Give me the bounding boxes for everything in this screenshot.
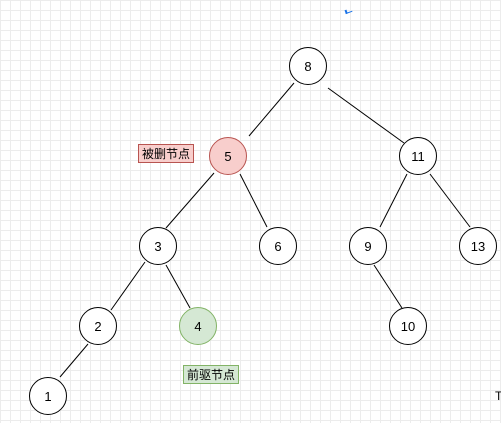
tree-node-3[interactable]: 3 (139, 227, 177, 265)
tree-node-9[interactable]: 9 (349, 227, 387, 265)
tree-node-1[interactable]: 1 (29, 377, 67, 415)
edge-3-2 (110, 261, 146, 311)
edge-11-9 (379, 173, 408, 228)
edge-8-11 (327, 87, 405, 144)
edge-2-1 (59, 343, 89, 378)
tree-node-11[interactable]: 11 (399, 137, 437, 175)
edge-9-10 (373, 264, 403, 309)
edge-text: T (495, 389, 501, 403)
tree-node-10[interactable]: 10 (389, 307, 427, 345)
tree-node-6[interactable]: 6 (259, 227, 297, 265)
tree-node-5-deleted[interactable]: 5 (209, 137, 247, 175)
edge-5-6 (239, 173, 268, 228)
tree-node-2[interactable]: 2 (79, 307, 117, 345)
deleted-node-label: 被删节点 (138, 144, 195, 163)
tree-node-8[interactable]: 8 (289, 47, 327, 85)
edge-11-13 (429, 173, 471, 228)
predecessor-node-label: 前驱节点 (183, 365, 240, 384)
edge-8-5 (248, 82, 295, 137)
edge-3-4 (165, 264, 191, 309)
edge-5-3 (165, 172, 215, 229)
tree-node-13[interactable]: 13 (459, 227, 497, 265)
tree-node-4-predecessor[interactable]: 4 (179, 307, 217, 345)
